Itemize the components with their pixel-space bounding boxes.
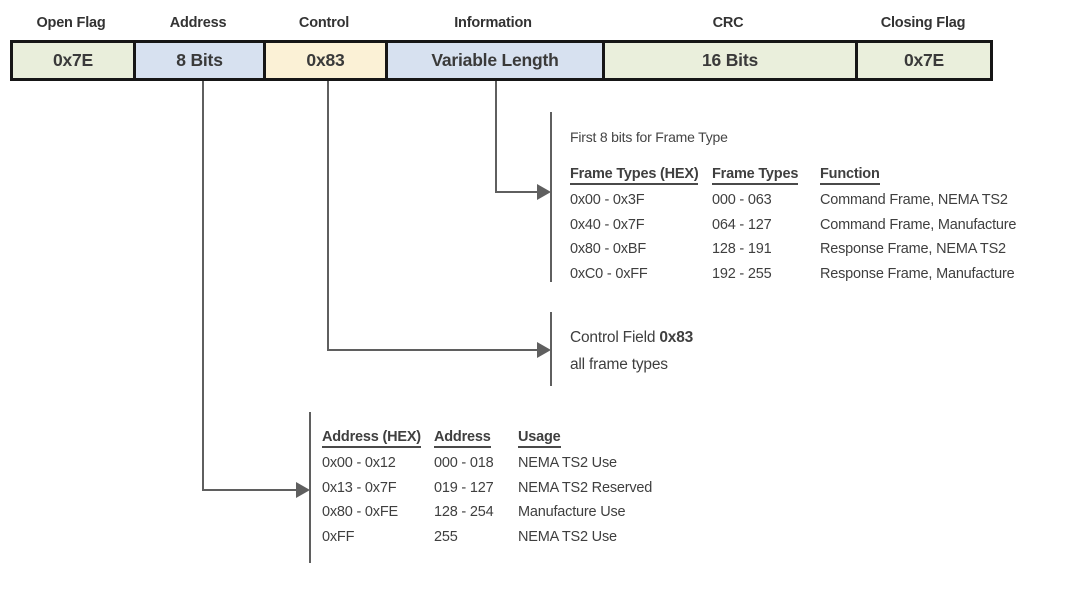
address-cell: 0xFF: [322, 528, 355, 545]
frame-type-cell: Command Frame, Manufacture: [820, 216, 1017, 233]
control-connector-horizontal: [327, 349, 539, 351]
label-control: Control: [298, 15, 350, 31]
frame-type-cell: 192 - 255: [712, 265, 772, 282]
information-connector-horizontal: [495, 191, 539, 193]
control-field-note-line1: Control Field 0x83: [570, 329, 694, 346]
control-field-value: 0x83: [659, 329, 694, 346]
control-connector-vertical: [327, 81, 329, 351]
frame-type-cell: 0x00 - 0x3F: [570, 192, 645, 208]
frame-type-cell: 0xC0 - 0xFF: [570, 265, 648, 282]
control-field-note-line2: all frame types: [570, 356, 668, 373]
address-table: Address (HEX) Address Usage 0x00 - 0x12 …: [322, 424, 652, 549]
frame-type-cell: 000 - 063: [712, 192, 772, 208]
address-cell: NEMA TS2 Reserved: [518, 479, 653, 496]
frame-type-header-dec: Frame Types: [712, 161, 820, 188]
segment-information-value: Variable Length: [431, 50, 559, 70]
segment-address: 8 Bits: [136, 43, 266, 78]
frame-type-note: First 8 bits for Frame Type: [570, 129, 728, 145]
label-address: Address: [169, 15, 227, 31]
address-cell: 0x00 - 0x12: [322, 455, 396, 471]
segment-address-value: 8 Bits: [176, 50, 223, 70]
address-table-rule: [309, 412, 311, 563]
segment-control: 0x83: [266, 43, 388, 78]
frame-type-cell: Response Frame, NEMA TS2: [820, 241, 1006, 257]
frame-type-header-hex: Frame Types (HEX): [570, 161, 712, 188]
address-header-dec: Address: [434, 424, 518, 451]
frame-bar: 0x7E 8 Bits 0x83 Variable Length 16 Bits…: [10, 40, 993, 81]
address-cell: 000 - 018: [434, 455, 494, 471]
control-note-rule: [550, 312, 552, 386]
control-field-note: Control Field 0x83 all frame types: [570, 324, 693, 378]
address-cell: 0x13 - 0x7F: [322, 479, 397, 496]
frame-type-cell: Response Frame, Manufacture: [820, 265, 1015, 282]
segment-open-flag: 0x7E: [13, 43, 136, 78]
segment-crc-value: 16 Bits: [702, 50, 758, 70]
address-connector-horizontal: [202, 489, 298, 491]
frame-type-cell: 0x80 - 0xBF: [570, 241, 646, 257]
label-crc: CRC: [712, 15, 744, 31]
address-connector-vertical: [202, 81, 204, 491]
frame-type-table: Frame Types (HEX) Frame Types Function 0…: [570, 161, 1016, 286]
address-arrow-icon: [296, 482, 310, 498]
segment-open-flag-value: 0x7E: [52, 50, 94, 70]
segment-control-value: 0x83: [306, 50, 345, 70]
address-header-usage: Usage: [518, 424, 652, 451]
information-connector-vertical: [495, 81, 497, 193]
control-arrow-icon: [537, 342, 551, 358]
frame-type-cell: 064 - 127: [712, 216, 772, 233]
address-cell: NEMA TS2 Use: [518, 528, 617, 545]
frame-type-header-function: Function: [820, 161, 1016, 188]
frame-type-cell: Command Frame, NEMA TS2: [820, 192, 1008, 208]
label-open-flag: Open Flag: [36, 15, 106, 31]
address-cell: 019 - 127: [434, 479, 494, 496]
address-cell: NEMA TS2 Use: [518, 455, 617, 471]
frame-type-cell: 0x40 - 0x7F: [570, 216, 645, 233]
frame-type-table-rule: [550, 112, 552, 282]
segment-information: Variable Length: [388, 43, 605, 78]
information-arrow-icon: [537, 184, 551, 200]
address-cell: 255: [434, 528, 458, 545]
label-closing-flag: Closing Flag: [880, 15, 966, 31]
address-header-hex: Address (HEX): [322, 424, 434, 451]
segment-closing-flag: 0x7E: [858, 43, 990, 78]
address-cell: 0x80 - 0xFE: [322, 504, 398, 520]
segment-closing-flag-value: 0x7E: [903, 50, 945, 70]
address-cell: 128 - 254: [434, 504, 494, 520]
frame-type-cell: 128 - 191: [712, 241, 772, 257]
label-information: Information: [454, 15, 532, 31]
segment-crc: 16 Bits: [605, 43, 858, 78]
address-cell: Manufacture Use: [518, 504, 626, 520]
